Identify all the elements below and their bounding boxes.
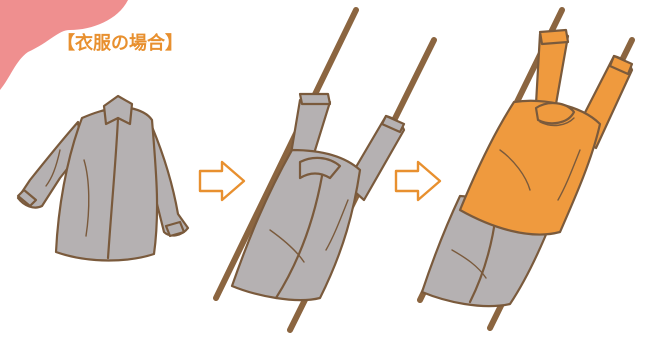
sweater-over-jacket-on-poles: [420, 10, 632, 328]
jacket-flat: [18, 96, 188, 261]
arrow-right-icon: [396, 162, 440, 200]
arrow-right-icon: [200, 162, 244, 200]
page-title: 【衣服の場合】: [57, 29, 183, 55]
